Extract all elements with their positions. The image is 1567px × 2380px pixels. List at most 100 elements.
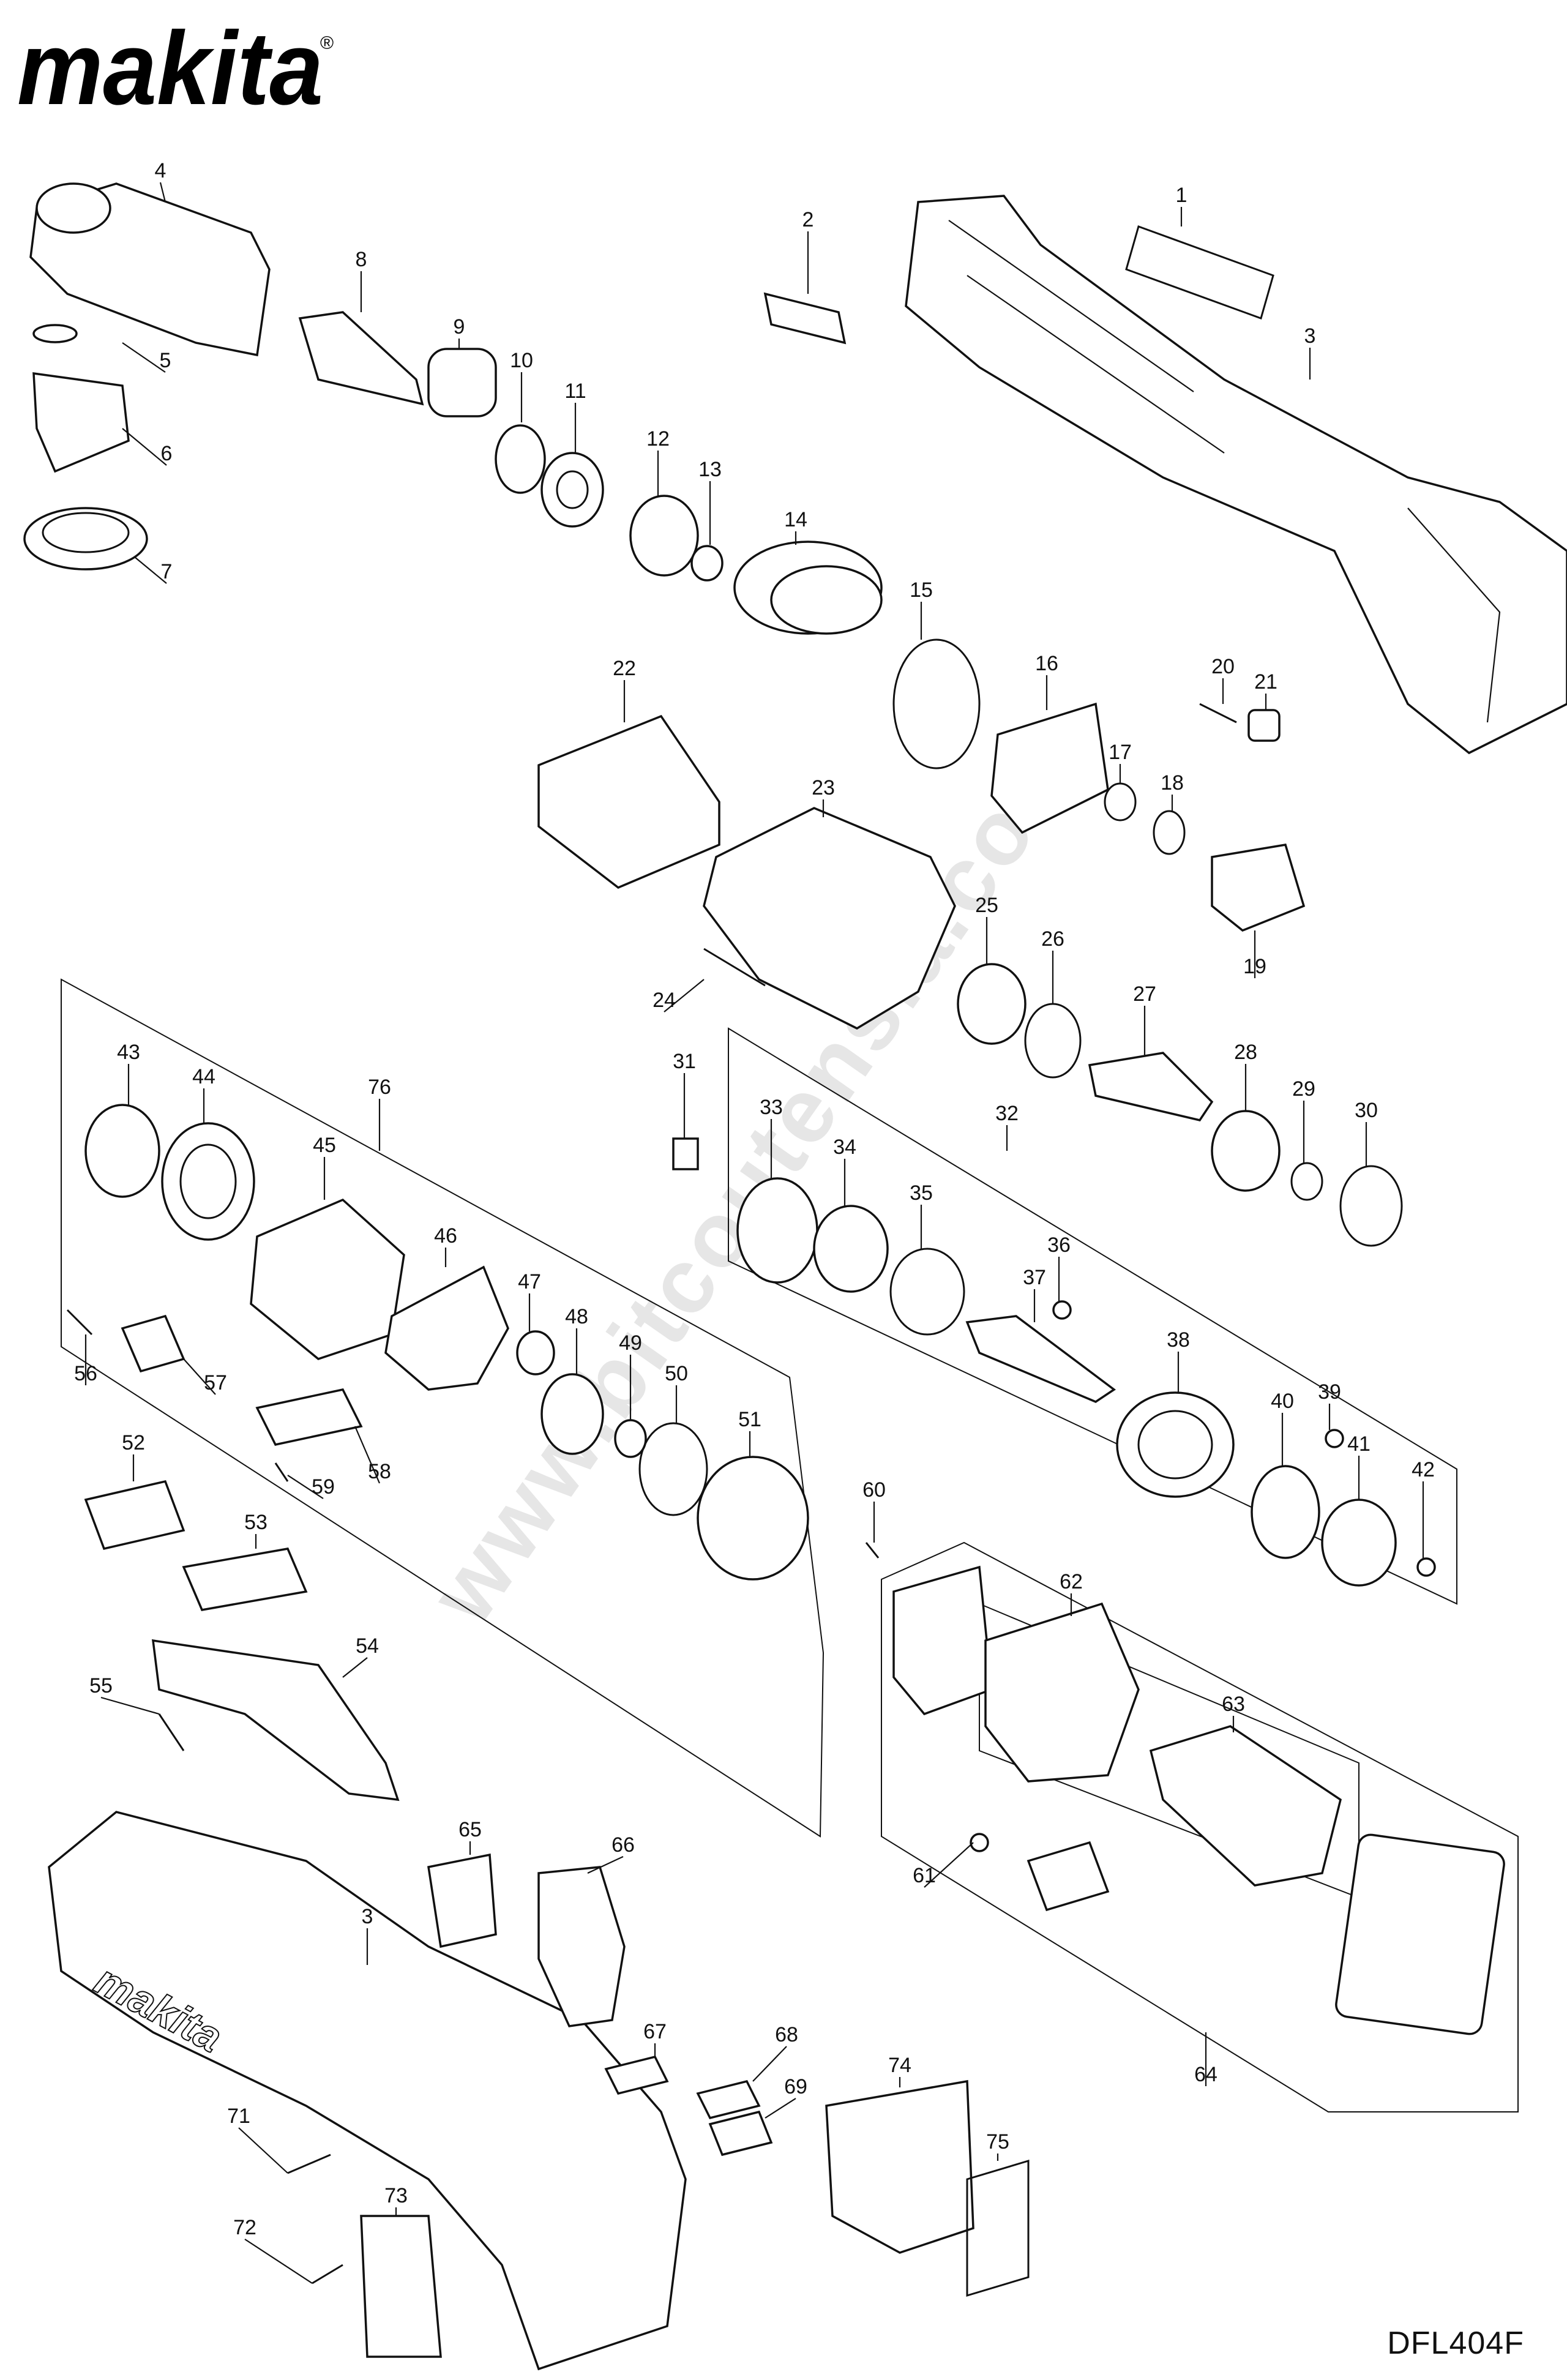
part-51-shape — [697, 1456, 809, 1581]
part-25-shape — [957, 963, 1027, 1045]
part-number-2: 2 — [802, 208, 814, 231]
part-number-6: 6 — [161, 442, 173, 465]
part-28-shape — [1211, 1110, 1281, 1192]
part-11-inner — [556, 470, 589, 509]
part-number-18: 18 — [1161, 771, 1184, 795]
part-number-49: 49 — [619, 1331, 642, 1355]
part-26-shape — [1024, 1003, 1082, 1079]
part-65-shape — [427, 1853, 497, 1948]
part-46-shape — [384, 1265, 509, 1391]
part-47-shape — [516, 1330, 555, 1375]
part-number-10: 10 — [510, 349, 533, 372]
part-number-39: 39 — [1318, 1380, 1341, 1404]
motor-cover — [1335, 1833, 1505, 2035]
part-number-9: 9 — [454, 315, 465, 339]
part-14-inner — [770, 565, 883, 635]
part-number-61: 61 — [913, 1864, 936, 1887]
leader-line-5 — [122, 342, 166, 373]
part-number-46: 46 — [434, 1224, 457, 1248]
leader-line-61 — [924, 1842, 974, 1888]
part-number-38: 38 — [1167, 1328, 1190, 1352]
part-number-30: 30 — [1355, 1099, 1378, 1122]
leader-line-7 — [134, 556, 167, 584]
part-number-73: 73 — [384, 2184, 408, 2207]
label-plate — [1125, 225, 1274, 320]
part-number-68: 68 — [775, 2023, 798, 2046]
part-53-shape — [182, 1547, 308, 1611]
leader-line-66 — [587, 1856, 624, 1874]
part-number-40: 40 — [1271, 1390, 1294, 1413]
part-number-44: 44 — [192, 1065, 215, 1088]
part-number-3: 3 — [1304, 324, 1316, 348]
part-21-shape — [1247, 709, 1281, 742]
part-68-shape — [696, 2079, 761, 2120]
part-13-shape — [690, 545, 724, 582]
part-number-63: 63 — [1222, 1693, 1245, 1716]
leader-line-69 — [765, 2098, 796, 2119]
leader-line-58 — [354, 1426, 381, 1484]
part-74-shape — [825, 2079, 974, 2254]
part-27-shape — [1088, 1052, 1214, 1121]
part-10-shape — [495, 424, 546, 494]
part-35-shape — [889, 1248, 965, 1336]
part-number-32: 32 — [995, 1102, 1019, 1125]
part-60-shape — [865, 1542, 880, 1559]
leader-line-59 — [287, 1475, 324, 1499]
part-number-13: 13 — [698, 458, 722, 481]
part-number-35: 35 — [910, 1181, 933, 1205]
part-17-shape — [1104, 782, 1137, 821]
part-12-shape — [629, 495, 699, 577]
part-44-shape — [161, 1122, 255, 1241]
part-number-31: 31 — [673, 1050, 696, 1073]
part-number-69: 69 — [784, 2075, 807, 2098]
part-55-shape — [158, 1713, 185, 1751]
head-cap — [36, 182, 111, 234]
leader-line-24 — [664, 979, 705, 1012]
leader-line-71 — [238, 2127, 288, 2174]
stator-plate — [892, 1565, 993, 1716]
part-22-shape — [537, 714, 720, 889]
part-43-shape — [84, 1104, 160, 1198]
part-62-shape — [984, 1602, 1140, 1783]
part-number-60: 60 — [862, 1478, 886, 1502]
part-31-shape — [672, 1137, 699, 1170]
part-42-shape — [1416, 1557, 1436, 1577]
part-15-shape — [892, 638, 981, 769]
part-6-shape — [32, 372, 130, 473]
part-number-51: 51 — [738, 1408, 761, 1431]
part-number-24: 24 — [653, 989, 676, 1012]
part-number-57: 57 — [204, 1371, 227, 1394]
part-19-shape — [1211, 844, 1306, 932]
part-59-shape — [274, 1462, 289, 1482]
part-number-62: 62 — [1060, 1570, 1083, 1593]
part-16-shape — [990, 702, 1109, 834]
part-23-shape — [703, 807, 956, 1030]
part-18-shape — [1153, 810, 1186, 855]
part-number-47: 47 — [518, 1270, 541, 1293]
part-number-53: 53 — [244, 1511, 267, 1534]
part-callouts: 1234567891011121314151617181920212223242… — [74, 159, 1435, 2284]
part-number-7: 7 — [161, 560, 173, 583]
part-number-74: 74 — [888, 2054, 911, 2077]
part-36-shape — [1052, 1300, 1072, 1320]
registered-mark: ® — [320, 33, 334, 53]
leader-line-68 — [752, 2046, 787, 2082]
leader-line-57 — [183, 1358, 216, 1395]
part-number-14: 14 — [784, 508, 807, 531]
part-number-54: 54 — [356, 1634, 379, 1658]
part-54-shape — [151, 1639, 400, 1802]
leader-line-54 — [342, 1657, 368, 1678]
part-73-shape — [360, 2215, 442, 2358]
part-number-37: 37 — [1023, 1266, 1046, 1289]
part-9-shape — [427, 348, 497, 417]
part-number-27: 27 — [1133, 982, 1156, 1006]
part-7-shape — [23, 507, 148, 571]
part-number-12: 12 — [646, 427, 670, 451]
part-number-59: 59 — [312, 1475, 335, 1499]
terminal-block — [1027, 1841, 1110, 1912]
leader-line-55 — [100, 1696, 160, 1715]
part-number-29: 29 — [1292, 1077, 1315, 1101]
part-number-36: 36 — [1047, 1233, 1071, 1257]
group-box-32 — [728, 1027, 1457, 1605]
